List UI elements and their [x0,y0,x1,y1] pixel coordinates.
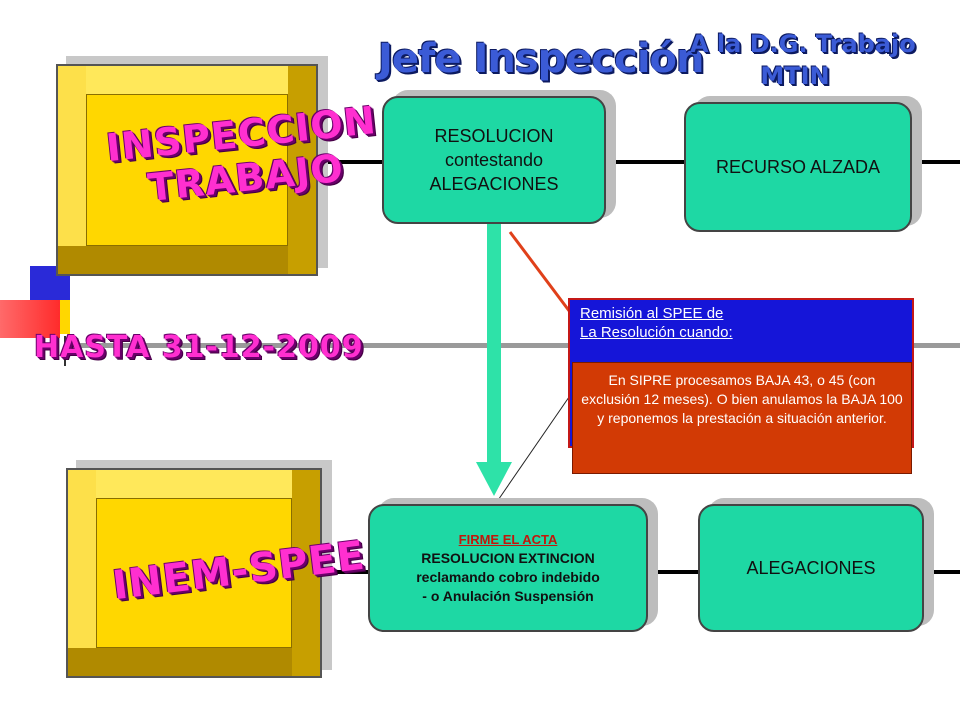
remision-line1: Remisión al SPEE de [580,305,724,322]
flow-arrowhead [476,462,512,496]
destination-line1: A la D.G. Trabajo [690,30,916,58]
resolucion-line2: contestando [444,150,544,170]
firme-line1: RESOLUCION EXTINCION [421,550,595,566]
timeline-line [64,343,960,348]
firme-box: FIRME EL ACTA RESOLUCION EXTINCION recla… [368,504,648,632]
remision-line2: La Resolución cuando: [580,324,733,341]
destination-line2: MTIN [760,62,830,90]
connector-top-mid [606,160,688,164]
connector-top-right [912,160,960,164]
resolucion-line3: ALEGACIONES [429,174,559,194]
date-banner: HASTA 31-12-2009 [34,330,364,365]
alegaciones-box: ALEGACIONES [698,504,924,632]
inspeccion-frame [56,64,318,276]
page-title: Jefe Inspección [378,36,704,82]
connector-bottom-left [328,570,372,574]
connector-bottom-mid [650,570,702,574]
firme-line3: - o Anulación Suspensión [422,588,594,604]
recurso-box: RECURSO ALZADA [684,102,912,232]
connector-bottom-right [924,570,960,574]
timeline-tick [64,336,66,366]
decor-red-square [0,300,60,338]
recurso-label: RECURSO ALZADA [715,156,881,177]
sipre-note: En SIPRE procesamos BAJA 43, o 45 (con e… [572,362,912,474]
firme-line2: reclamando cobro indebido [416,569,600,585]
resolucion-box: RESOLUCION contestando ALEGACIONES [382,96,606,224]
connector-top-left [318,160,388,164]
firme-title: FIRME EL ACTA [458,532,558,547]
destination-label: A la D.G. Trabajo MTIN [690,28,916,92]
alegaciones-label: ALEGACIONES [746,557,876,578]
inem-frame [66,468,322,678]
flow-arrow-shaft [487,224,501,464]
resolucion-line1: RESOLUCION [434,126,554,146]
